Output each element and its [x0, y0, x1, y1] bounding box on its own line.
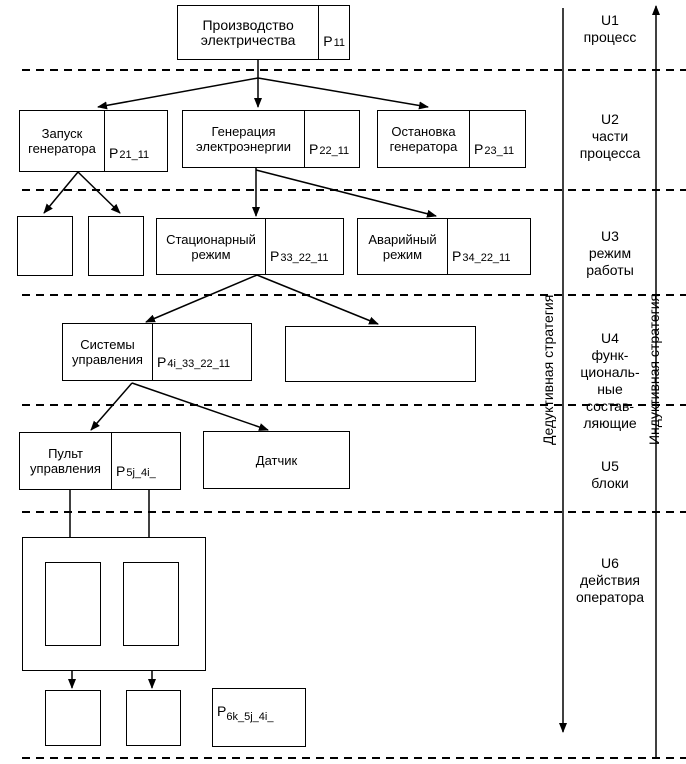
level-u5-code: U5	[601, 458, 619, 474]
level-u3-code: U3	[601, 228, 619, 244]
arrow-stat-other	[256, 274, 379, 325]
arrow-ctrl-sensor	[131, 382, 269, 431]
node-emerg-name: Аварийный режим	[358, 219, 448, 274]
arrow-root-stop	[257, 77, 429, 110]
output-box-1	[45, 690, 101, 746]
empty-box-u3-2	[88, 216, 144, 276]
node-panel-name: Пульт управления	[20, 433, 112, 489]
arrow-root-start	[97, 77, 259, 110]
level-u6-text: действия оператора	[575, 572, 645, 605]
operator-action-2	[123, 562, 179, 646]
level-u1-code: U1	[601, 12, 619, 28]
node-gen-name: Генерация электроэнергии	[183, 111, 305, 167]
node-start-name: Запуск генератора	[20, 111, 105, 171]
node-sensor-name: Датчик	[255, 452, 298, 468]
level-u2-text: части процесса	[579, 128, 641, 161]
level-u4: U4 функ-циональ-ные состав-ляющие	[570, 330, 650, 432]
node-sensor: Датчик	[203, 431, 350, 489]
level-u5-text: блоки	[591, 475, 629, 491]
level-u1-text: процесс	[583, 29, 637, 45]
arrow-start-2	[77, 171, 121, 214]
arrow-stat-ctrl	[145, 274, 258, 323]
empty-box-u3-1	[17, 216, 73, 276]
node-ctrl-name: Системы управления	[63, 324, 153, 380]
node-root-name: Производство электричества	[178, 6, 320, 59]
level-u2-code: U2	[601, 111, 619, 127]
level-u5: U5 блоки	[570, 458, 650, 492]
node-stop-name: Остановка генератора	[378, 111, 470, 167]
level-u3-text: режим работы	[586, 245, 634, 278]
level-u4-code: U4	[601, 330, 619, 346]
level-u6-code: U6	[601, 555, 619, 571]
output-box-2	[126, 690, 181, 746]
arrow-ctrl-panel	[90, 382, 133, 431]
level-u1: U1 процесс	[570, 12, 650, 46]
inductive-strategy-label: Индуктивная стратегия	[646, 293, 662, 445]
level-u6: U6 действия оператора	[566, 555, 654, 606]
empty-box-u4	[285, 326, 476, 382]
arrow-start-1	[43, 171, 79, 214]
operator-action-1	[45, 562, 101, 646]
node-op: P6k_5j_4i_	[212, 688, 306, 747]
level-u3: U3 режим работы	[570, 228, 650, 279]
deductive-strategy-label: Дедуктивная стратегия	[540, 294, 556, 445]
level-u2: U2 части процесса	[570, 111, 650, 162]
arrow-gen-emerg	[255, 169, 437, 218]
node-stat-name: Стационарный режим	[157, 219, 266, 274]
node-op-code: P6k_5j_4i_	[217, 703, 274, 723]
level-u4-text: функ-циональ-ные состав-ляющие	[580, 347, 640, 431]
